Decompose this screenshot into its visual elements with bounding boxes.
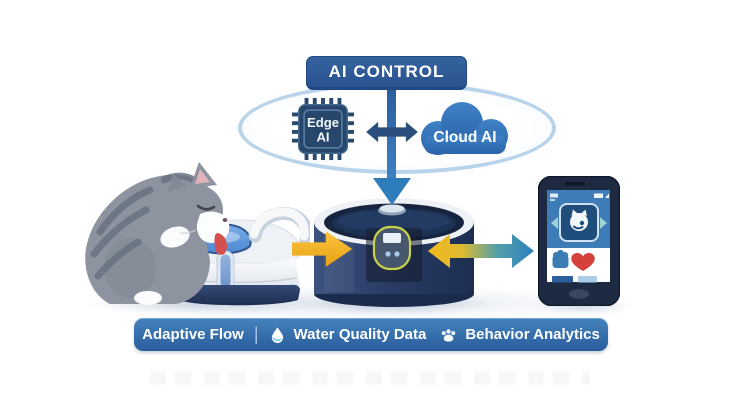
smartphone: [538, 176, 620, 306]
cat-illustration: [85, 162, 230, 305]
flow-arrow-fountain-to-device: [292, 231, 353, 267]
app-bar-light: [578, 276, 597, 283]
faint-watermark: [150, 371, 590, 385]
cat-tongue: [214, 233, 228, 255]
indicator-dot: [394, 251, 400, 257]
water-droplet-icon: [271, 327, 283, 343]
edge-ai-label-line2: AI: [316, 130, 329, 145]
cat-front-leg: [156, 236, 192, 270]
cloud-icon: [421, 102, 508, 155]
indicator-dot: [385, 251, 391, 257]
status-bar-left-icon: [550, 193, 558, 198]
ai-control-box: AI CONTROL: [306, 56, 467, 90]
edge-ai-label-line1: Edge: [307, 115, 339, 130]
app-bar-dark: [552, 276, 573, 283]
control-to-device-arrowhead: [373, 178, 411, 205]
cloud-ai-label: Cloud AI: [433, 129, 496, 146]
paw-print-icon: [442, 329, 456, 342]
cat-whisker: [179, 229, 197, 234]
home-button: [569, 289, 589, 299]
feature-bar: Adaptive Flow | Water Quality Data Behav…: [134, 318, 608, 351]
feature-adaptive-flow: Adaptive Flow: [142, 326, 244, 343]
feature-separator: |: [253, 324, 259, 344]
cat-closed-eye: [196, 204, 216, 211]
feature-behavior-analytics: Behavior Analytics: [465, 326, 600, 343]
fountain-base: [175, 284, 300, 306]
device-water-surface: [338, 210, 450, 232]
ai-control-title: AI CONTROL: [328, 62, 445, 81]
cat-front-paw: [160, 226, 190, 248]
pet-icon: [552, 249, 569, 268]
cat-hind-paw: [134, 291, 162, 305]
cat-nose: [222, 218, 228, 222]
cat-stripes: [90, 172, 196, 280]
control-panel-screen: [383, 233, 401, 243]
status-bar-right-icon: [594, 193, 603, 198]
microchip-pins: [291, 97, 355, 161]
edge-cloud-sync-arrow: [366, 121, 418, 143]
edge-ai-chip: Edge AI: [291, 97, 355, 161]
microchip-icon: [298, 104, 348, 154]
heart-icon: [571, 252, 595, 271]
app-logo-right-fin: [600, 217, 607, 229]
cloud-ai-cloud: Cloud AI: [421, 102, 508, 155]
feature-water-quality: Water Quality Data: [293, 326, 427, 343]
sync-arrow-device-phone: [428, 234, 534, 268]
app-logo-left-fin: [551, 217, 558, 229]
phone-speaker: [565, 182, 585, 186]
cat-ear-left: [168, 174, 186, 192]
